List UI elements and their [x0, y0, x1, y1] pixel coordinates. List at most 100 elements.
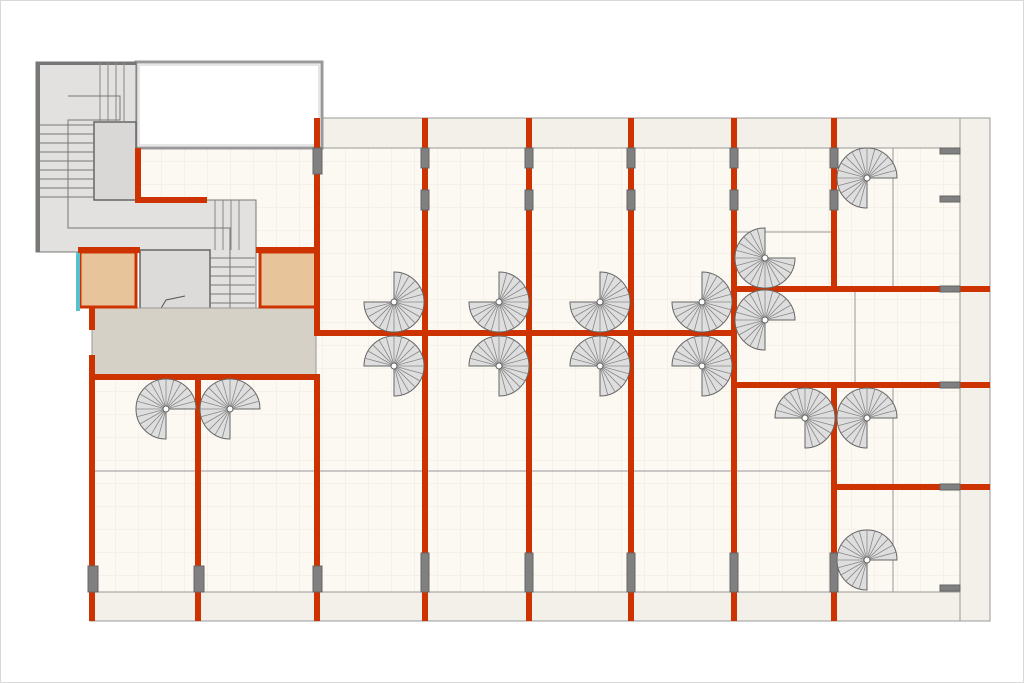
spiral-tread	[701, 365, 718, 393]
spiral-tread	[840, 162, 868, 179]
spiral-tread	[804, 417, 827, 440]
spiral-tread	[845, 559, 868, 582]
spiral-tread	[599, 301, 627, 318]
spiral-tread	[498, 286, 526, 303]
spiral-newel	[863, 174, 871, 182]
spiral-staircase-icon	[734, 289, 796, 351]
spiral-tread	[851, 559, 868, 587]
spiral-tread	[393, 272, 403, 303]
spiral-tread	[866, 538, 889, 561]
spiral-tread	[573, 350, 601, 367]
spiral-tread	[783, 396, 806, 419]
spiral-tread	[498, 272, 508, 303]
spiral-tread	[866, 151, 883, 179]
spiral-tread	[364, 301, 395, 311]
spiral-tread	[498, 339, 515, 367]
spiral-tread	[866, 162, 894, 179]
spiral-tread	[743, 319, 766, 342]
spiral-newel	[596, 362, 604, 370]
spiral-tread	[570, 301, 601, 311]
spiral-tread	[845, 156, 868, 179]
spiral-tread	[599, 301, 609, 332]
terrace	[134, 60, 324, 150]
spiral-tread	[804, 391, 821, 419]
spiral-tread	[200, 408, 231, 418]
spiral-tread	[858, 388, 868, 419]
spiral-tread	[599, 365, 630, 375]
spiral-tread	[498, 301, 508, 332]
column	[829, 552, 839, 593]
spiral-staircase-icon	[199, 378, 261, 440]
spiral-tread	[764, 298, 787, 321]
spiral-tread	[804, 417, 814, 448]
spiral-tread	[599, 272, 609, 303]
spiral-newel	[761, 254, 769, 262]
column	[939, 147, 961, 155]
spiral-tread	[469, 301, 500, 311]
spiral-tread	[738, 242, 766, 259]
column	[729, 552, 739, 593]
spiral-tread	[738, 304, 766, 321]
spiral-tread	[693, 301, 703, 332]
spiral-tread	[778, 402, 806, 419]
spiral-staircase-icon	[671, 335, 733, 397]
spiral-tread	[483, 339, 500, 367]
spiral-tread	[498, 301, 521, 324]
spiral-tread	[144, 387, 167, 410]
spiral-tread	[229, 382, 246, 410]
spiral-newel	[801, 414, 809, 422]
spiral-tread	[372, 344, 395, 367]
balcony-band	[315, 117, 991, 149]
spiral-tread	[701, 301, 718, 329]
spiral-tread	[393, 344, 416, 367]
spiral-tread	[789, 391, 806, 419]
spiral-tread	[858, 148, 868, 179]
spiral-newel	[863, 414, 871, 422]
spiral-tread	[756, 228, 766, 259]
spiral-tread	[578, 301, 601, 324]
spiral-tread	[764, 304, 792, 321]
spiral-tread	[804, 396, 827, 419]
spiral-staircase-icon	[363, 335, 425, 397]
spiral-newel	[495, 362, 503, 370]
spiral-tread	[139, 393, 167, 410]
spiral-newel	[863, 556, 871, 564]
spiral-tread	[804, 417, 832, 434]
spiral-tread	[866, 544, 894, 561]
spiral-tread	[756, 257, 766, 288]
spiral-tread	[165, 387, 188, 410]
spiral-tread	[845, 177, 868, 200]
spiral-tread	[837, 551, 868, 561]
spiral-tread	[701, 344, 724, 367]
spiral-staircase-icon	[774, 387, 836, 449]
spiral-tread	[229, 400, 260, 410]
spiral-tread	[837, 409, 868, 419]
column	[420, 147, 430, 169]
spiral-tread	[229, 393, 257, 410]
spiral-staircase-icon	[468, 335, 530, 397]
spiral-tread	[840, 402, 868, 419]
column	[939, 195, 961, 203]
spiral-tread	[749, 257, 766, 285]
spiral-tread	[749, 319, 766, 347]
column	[87, 565, 99, 593]
spiral-newel	[162, 405, 170, 413]
stair-edge	[36, 62, 136, 65]
spiral-tread	[599, 301, 616, 329]
spiral-tread	[498, 357, 529, 367]
spiral-tread	[570, 357, 601, 367]
spiral-staircase-icon	[569, 335, 631, 397]
column	[729, 189, 739, 211]
spiral-tread	[866, 409, 897, 419]
spiral-tread	[599, 293, 630, 303]
spiral-newel	[596, 298, 604, 306]
spiral-tread	[866, 533, 883, 561]
spiral-tread	[393, 301, 403, 332]
spiral-tread	[393, 286, 421, 303]
spiral-tread	[498, 301, 515, 329]
spiral-tread	[866, 551, 897, 561]
spiral-tread	[498, 365, 529, 375]
spiral-tread	[498, 365, 526, 382]
spiral-staircase-icon	[734, 227, 796, 289]
